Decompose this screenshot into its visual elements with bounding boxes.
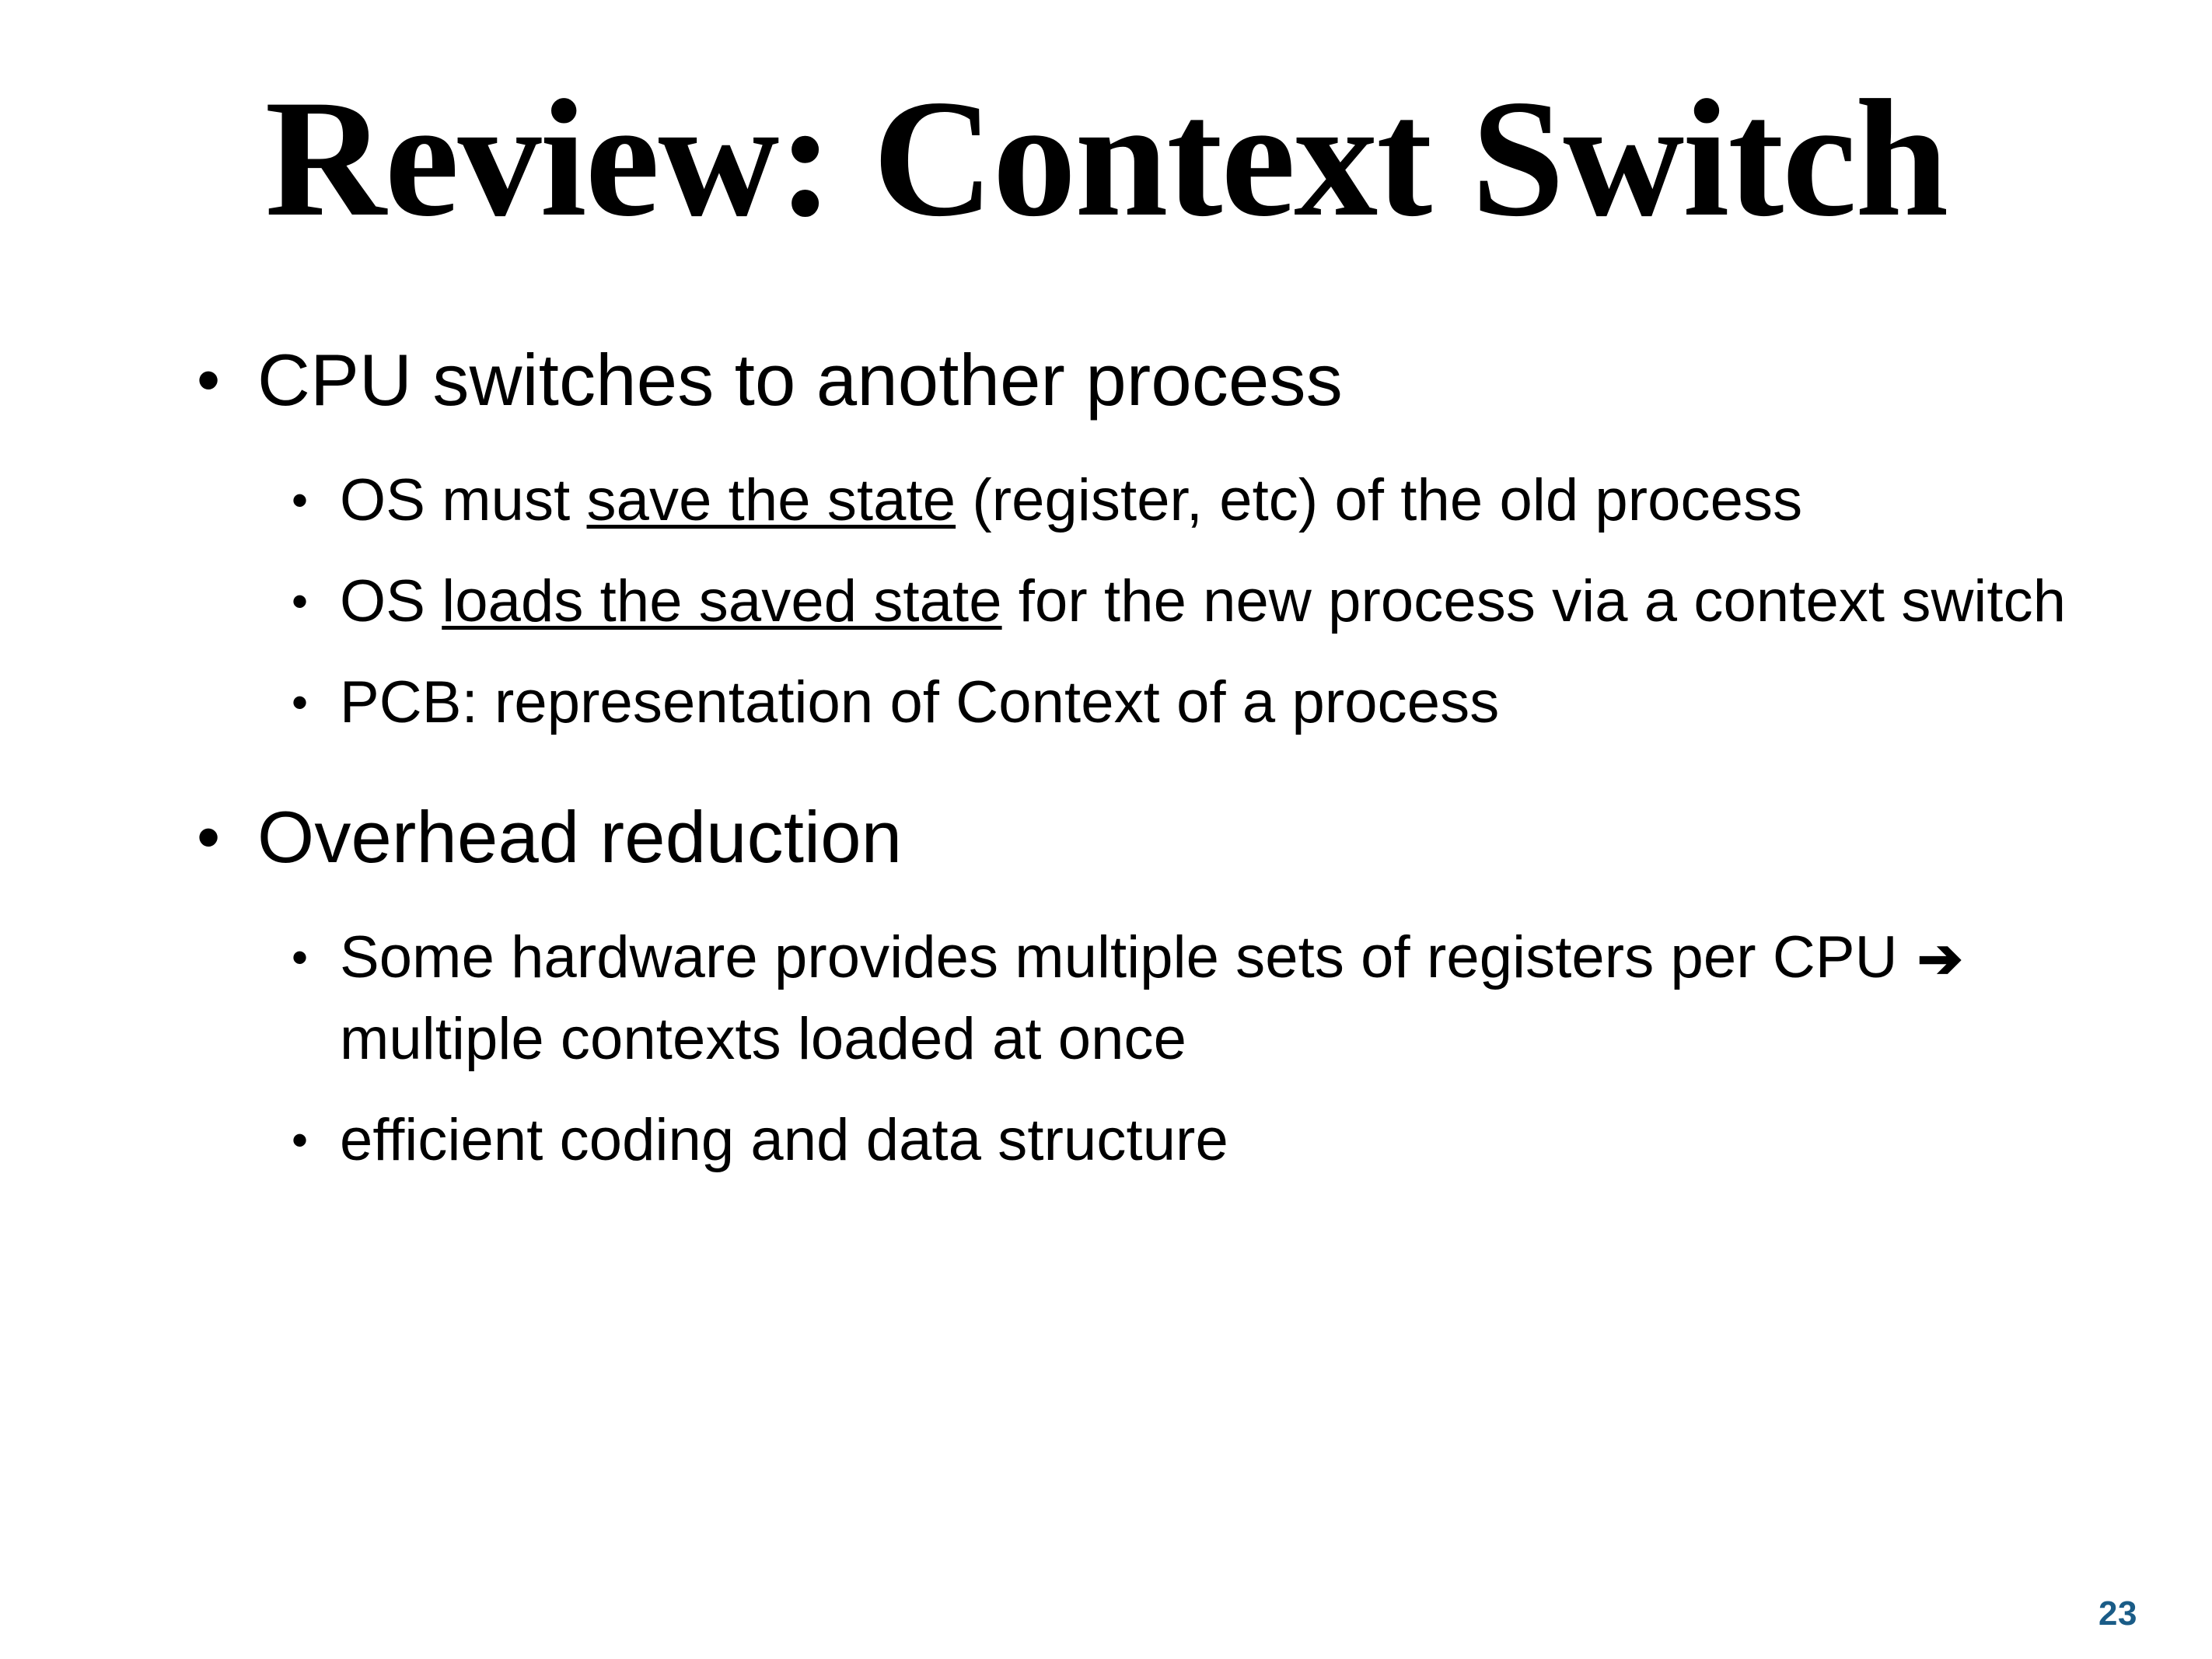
bullet-text: Some hardware provides multiple sets of … — [340, 917, 2088, 1080]
bullet-text: PCB: representation of Context of a proc… — [340, 669, 1500, 735]
bullet-marker-icon: • — [292, 1114, 309, 1166]
bullet-text: OS loads the saved state for the new pro… — [340, 561, 2088, 642]
bullet-item-cpu-switches: • CPU switches to another process — [183, 334, 2088, 426]
bullet-text: efficient coding and data structure — [340, 1107, 1228, 1173]
page-number: 23 — [2098, 1594, 2137, 1633]
bullet-text-underlined: save the state — [586, 467, 956, 533]
bullet-item-overhead-reduction: • Overhead reduction — [183, 791, 2088, 883]
slide-body-outline: • CPU switches to another process • OS m… — [183, 334, 2088, 1201]
page-title: Review: Context Switch — [264, 65, 1949, 251]
bullet-text-after: (register, etc) of the old process — [956, 467, 1803, 533]
bullet-text: CPU switches to another process — [257, 339, 1343, 421]
bullet-text-underlined: loads the saved state — [442, 568, 1002, 634]
bullet-text-before: OS — [340, 568, 442, 634]
bullet-marker-icon: • — [292, 931, 309, 983]
bullet-item-pcb-representation: • PCB: representation of Context of a pr… — [284, 662, 2088, 743]
bullet-text-after: multiple contexts loaded at once — [340, 1006, 1186, 1072]
bullet-marker-icon: • — [292, 676, 309, 728]
bullet-text-before: OS must — [340, 467, 587, 533]
bullet-item-efficient-coding: • efficient coding and data structure — [284, 1100, 2088, 1181]
bullet-text: OS must save the state (register, etc) o… — [340, 460, 2088, 541]
bullet-marker-icon: • — [197, 800, 221, 875]
right-arrow-icon: ➔ — [1917, 928, 1963, 989]
bullet-text: Overhead reduction — [257, 796, 903, 878]
bullet-item-os-must-save-state: • OS must save the state (register, etc)… — [284, 460, 2088, 541]
bullet-item-some-hardware-registers: • Some hardware provides multiple sets o… — [284, 917, 2088, 1080]
bullet-marker-icon: • — [197, 343, 221, 417]
bullet-text-after: for the new process via a context switch — [1001, 568, 2067, 634]
bullet-text-before: Some hardware provides multiple sets of … — [340, 924, 1914, 990]
bullet-marker-icon: • — [292, 474, 309, 526]
bullet-marker-icon: • — [292, 575, 309, 627]
bullet-item-os-loads-saved-state: • OS loads the saved state for the new p… — [284, 561, 2088, 642]
